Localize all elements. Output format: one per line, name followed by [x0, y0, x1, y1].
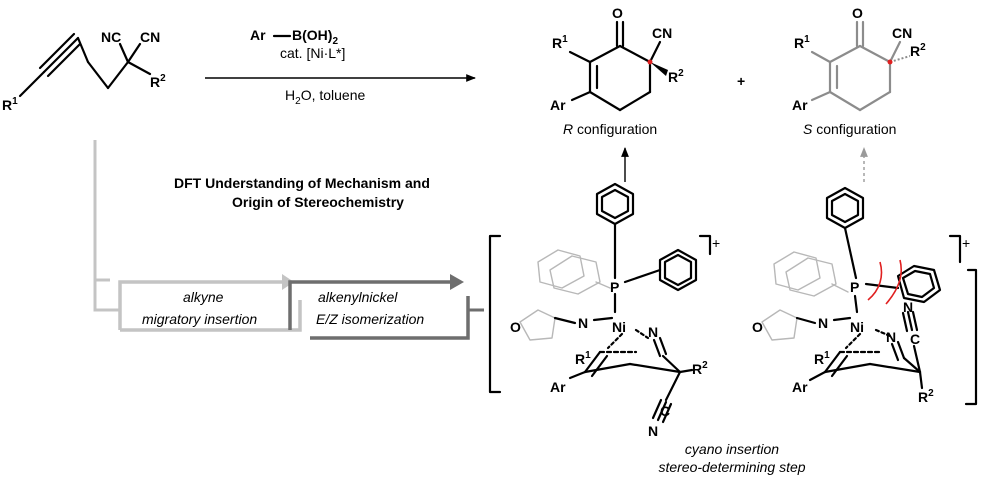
- ts-right-cn-nitrogen: N: [903, 299, 913, 315]
- ts-left-phosphorus: P: [610, 279, 619, 295]
- ts-left-amine-n: N: [578, 315, 588, 331]
- ts-right-r2: R2: [918, 388, 934, 405]
- right-ts-top-bracket: [948, 234, 962, 264]
- dft-heading-line1: DFT Understanding of Mechanism and: [174, 175, 430, 191]
- reactant-cn-label: CN: [140, 29, 160, 45]
- ts-left-cn-carbon: C: [660, 403, 670, 419]
- product-r-cn-label: CN: [652, 25, 672, 41]
- conditions-solvent-label: H2O, toluene: [285, 87, 366, 107]
- ts-right-ar: Ar: [792, 379, 808, 395]
- conditions-catalyst-label: cat. [Ni·L*]: [280, 45, 345, 61]
- ts-left-nitrile-n: N: [648, 324, 658, 340]
- reactant-r2-label: R2: [150, 73, 166, 90]
- ts-right-cn-carbon: C: [910, 331, 920, 347]
- reactant-nc-label: NC: [101, 29, 121, 45]
- ts-right-r1: R1: [814, 350, 830, 367]
- caption-line1: cyano insertion: [685, 441, 779, 457]
- product-s-structure: O CN R2 R1 Ar S configuration: [792, 5, 926, 137]
- ts-right-nitrile-n: N: [886, 329, 896, 345]
- ts-left-r2: R2: [692, 360, 708, 377]
- product-r-ar-label: Ar: [550, 97, 566, 113]
- step2-line2: E/Z isomerization: [316, 311, 424, 327]
- step1-line1: alkyne: [183, 289, 224, 305]
- product-r-oxygen: O: [612, 5, 623, 21]
- left-ts-top-bracket: [698, 234, 712, 256]
- left-bracket: [488, 234, 502, 394]
- ts-right-oxygen: O: [752, 319, 763, 335]
- product-s-configuration: S configuration: [803, 121, 896, 137]
- reactant-structure: NC CN R2 R1: [2, 29, 166, 113]
- ts-right-charge: +: [962, 235, 970, 251]
- ts-right-phosphorus: P: [850, 279, 859, 295]
- step1-line2: migratory insertion: [142, 311, 257, 327]
- mechanism-flow: alkyne migratory insertion alkenylnickel…: [93, 140, 484, 340]
- product-s-ar-label: Ar: [792, 97, 808, 113]
- reactant-r1-label: R1: [2, 96, 18, 113]
- conditions-boronic-acid-label: B(OH)2: [292, 27, 338, 47]
- conditions-ar-label: Ar: [250, 27, 266, 43]
- reaction-conditions: Ar B(OH)2 cat. [Ni·L*] H2O, toluene: [205, 27, 476, 107]
- product-r-r2-label: R2: [668, 68, 684, 85]
- caption-line2: stereo-determining step: [658, 459, 805, 475]
- ts-left-nickel: Ni: [612, 319, 626, 335]
- right-bracket: [964, 268, 978, 406]
- product-r-configuration: R configuration: [563, 121, 657, 137]
- ts-left-charge: +: [712, 235, 720, 251]
- plus-sign: +: [737, 73, 745, 89]
- ts-right-amine-n: N: [818, 315, 828, 331]
- ts-right-structure: P O N Ni N R1 R2 Ar C N: [752, 186, 942, 405]
- product-r-r1-label: R1: [552, 34, 568, 51]
- ts-left-ar: Ar: [550, 379, 566, 395]
- product-s-r2-label: R2: [910, 42, 926, 59]
- product-s-oxygen: O: [852, 5, 863, 21]
- ts-left-structure: P O N Ni N R1 R2 Ar C N: [510, 182, 708, 439]
- product-s-cn-label: CN: [892, 25, 912, 41]
- ts-left-cn-nitrogen: N: [648, 423, 658, 439]
- product-r-structure: O CN R2 R1 Ar R configuration: [550, 5, 684, 137]
- step2-line1: alkenylnickel: [318, 289, 398, 305]
- product-s-r1-label: R1: [794, 34, 810, 51]
- ts-right-nickel: Ni: [850, 319, 864, 335]
- ts-left-r1: R1: [575, 350, 591, 367]
- dft-heading-line2: Origin of Stereochemistry: [232, 194, 404, 210]
- ts-left-oxygen: O: [510, 319, 521, 335]
